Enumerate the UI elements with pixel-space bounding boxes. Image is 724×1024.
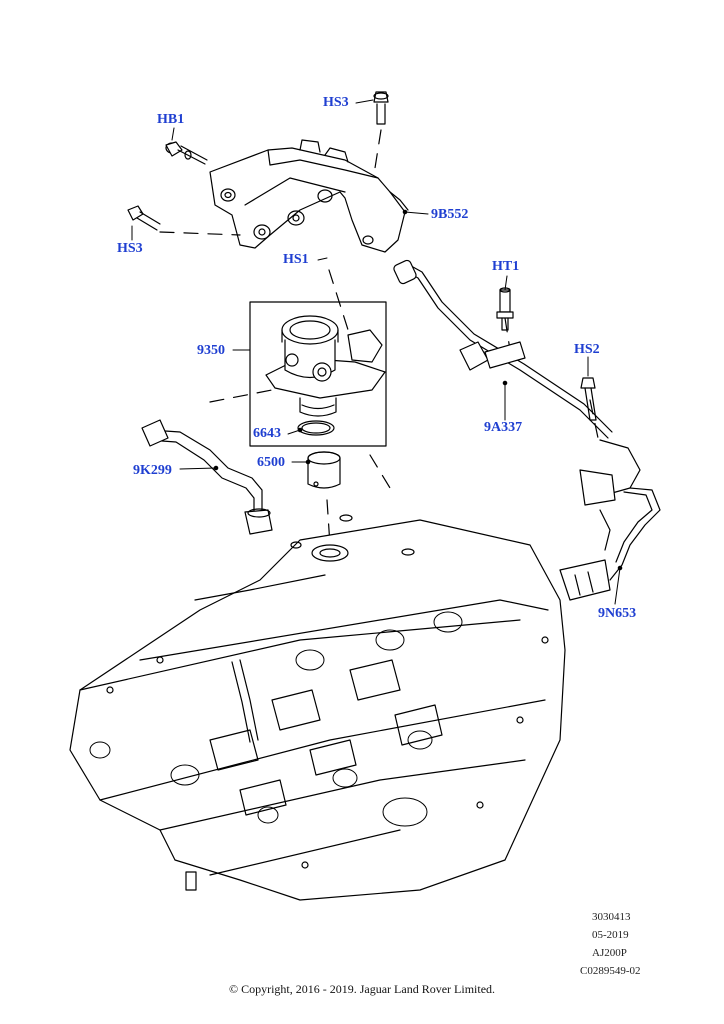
illustration-code: C0289549-02: [580, 965, 641, 977]
bolt-hs3-top[interactable]: [373, 91, 389, 125]
fuel-pipe-9a337[interactable]: [393, 259, 613, 439]
o-ring-6643[interactable]: [297, 420, 335, 436]
callout-6500[interactable]: 6500: [257, 455, 285, 470]
bolt-hs2[interactable]: [580, 377, 597, 421]
copyright-notice: © Copyright, 2016 - 2019. Jaguar Land Ro…: [228, 982, 496, 996]
revision-date: 05-2019: [592, 929, 629, 941]
callout-9k299[interactable]: 9K299: [133, 463, 172, 478]
callout-hb1[interactable]: HB1: [157, 112, 185, 127]
tappet-6500[interactable]: [307, 451, 341, 489]
wiring-harness-9n653[interactable]: [559, 439, 661, 601]
callout-hs3-left[interactable]: HS3: [117, 241, 143, 256]
callout-9350[interactable]: 9350: [197, 343, 225, 358]
callout-ht1[interactable]: HT1: [492, 259, 520, 274]
bolt-hs3-left[interactable]: [127, 205, 161, 231]
callout-leaders: [131, 99, 623, 605]
callout-hs3-top[interactable]: HS3: [323, 95, 349, 110]
callout-9n653[interactable]: 9N653: [598, 606, 637, 621]
callout-hs1[interactable]: HS1: [283, 252, 309, 267]
bolt-hb1[interactable]: [165, 141, 208, 165]
mounting-bracket-9b552[interactable]: [209, 139, 409, 253]
cylinder-head-carrier[interactable]: [69, 514, 566, 901]
callout-hs2[interactable]: HS2: [574, 342, 600, 357]
callout-9b552[interactable]: 9B552: [431, 207, 469, 222]
callout-6643[interactable]: 6643: [253, 426, 281, 441]
fuel-pipe-9k299[interactable]: [141, 419, 273, 535]
fuel-pump-9350[interactable]: [265, 315, 386, 417]
sensor-ht1[interactable]: [496, 287, 514, 331]
engine-code: AJ200P: [592, 947, 627, 959]
callout-9a337[interactable]: 9A337: [484, 420, 523, 435]
reference-number: 3030413: [592, 911, 631, 923]
fuel-pump-box: [249, 301, 387, 447]
